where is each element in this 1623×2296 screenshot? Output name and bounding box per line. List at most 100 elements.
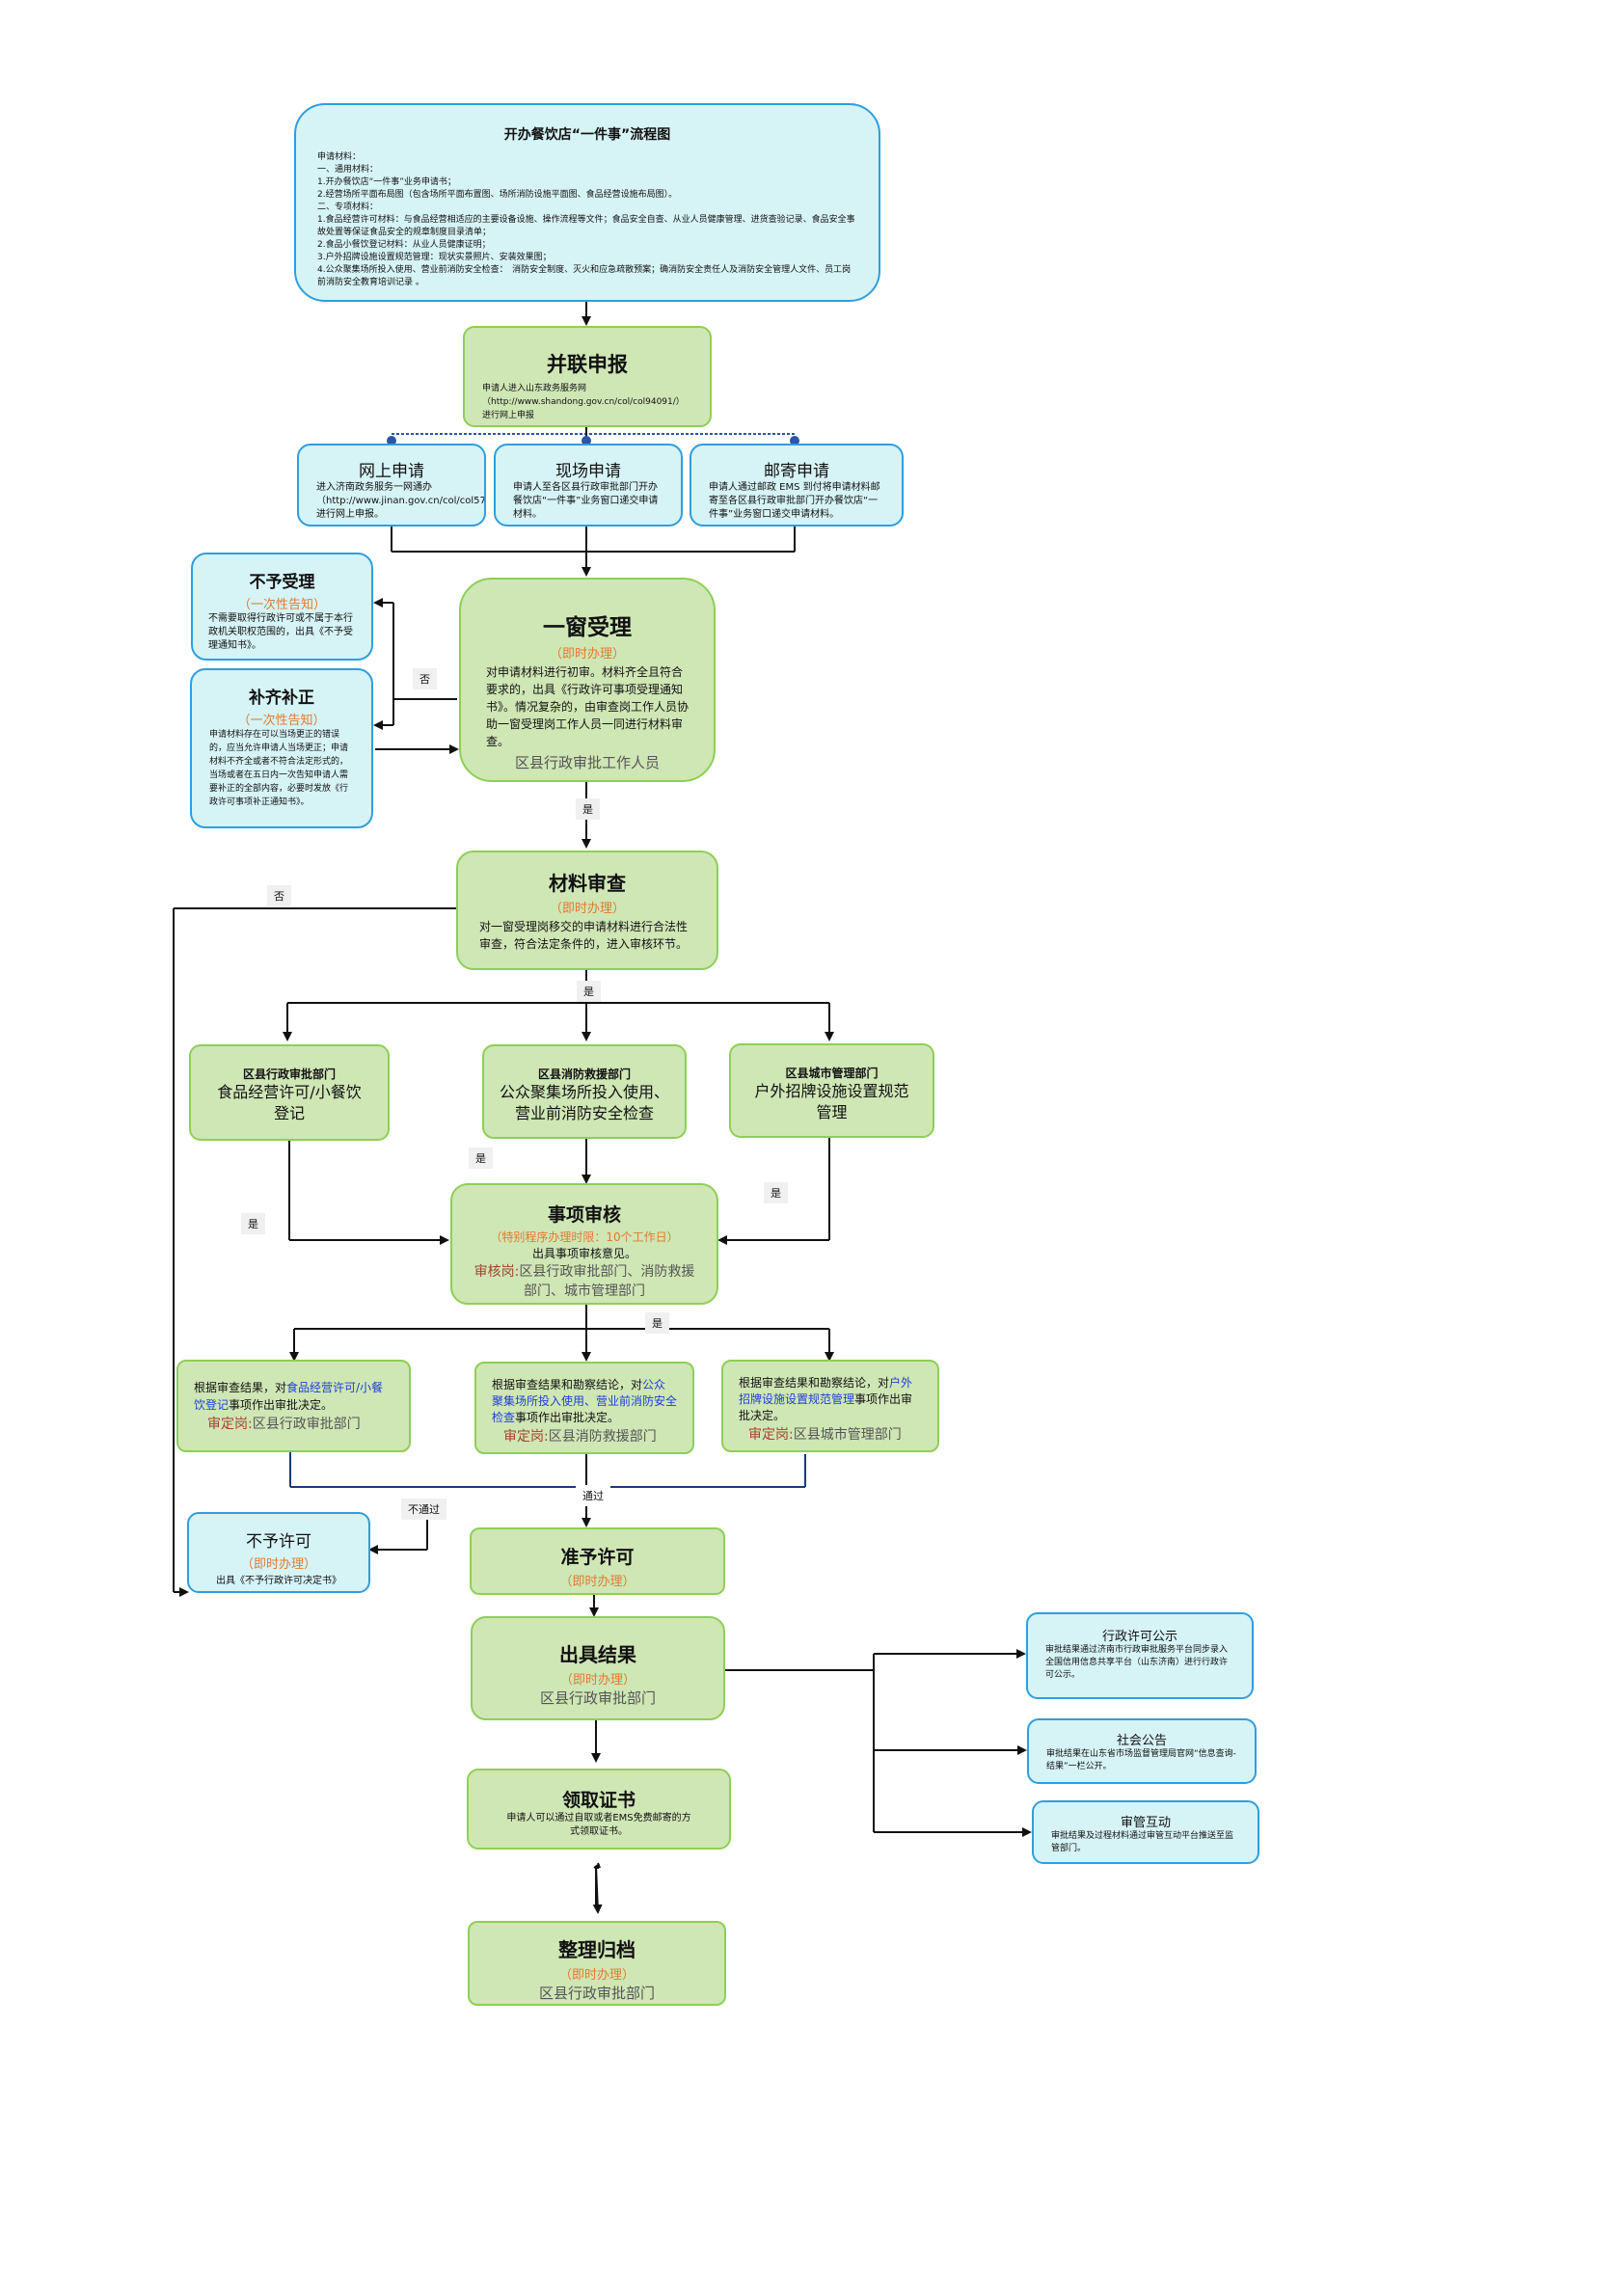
audit-post-label: 审核岗: (473, 1264, 520, 1280)
window-accept-box: 一窗受理 （即时办理） 对申请材料进行初审。材料齐全且符合要求的，出具《行政许可… (459, 578, 716, 782)
decision-city-dept: 区县城市管理部门 (793, 1427, 902, 1443)
onsite-apply-text: 申请人至各区县行政审批部门开办餐饮店“一件事”业务窗口递交申请材料。 (513, 482, 659, 520)
mail-apply-text: 申请人通过邮政 EMS 到付将申请材料邮寄至各区县行政审批部门开办餐饮店“一件事… (709, 482, 880, 520)
item-audit-box: 事项审核 （特别程序办理时限：10个工作日） 出具事项审核意见。 审核岗:区县行… (450, 1183, 718, 1305)
materials-line: 1.开办餐饮店“一件事”业务申请书； (317, 177, 456, 187)
grant-permit-sub: （即时办理） (559, 1575, 636, 1589)
materials-list: 申请材料： 一、通用材料： 1.开办餐饮店“一件事”业务申请书； 2.经营场所平… (296, 144, 879, 289)
material-review-title: 材料审查 (549, 872, 626, 895)
decision-city-role: 审定岗:区县城市管理部门 (723, 1424, 937, 1444)
supplement-sub: （一次性告知） (237, 714, 326, 728)
materials-line: 3.户外招牌设施设置规范管理：现状实景照片、安装效果图； (317, 253, 552, 262)
decision-fire-role: 审定岗:区县消防救援部门 (476, 1426, 692, 1445)
audit-post-depts: 区县行政审批部门、消防救援部门、城市管理部门 (519, 1264, 695, 1299)
announcement-title: 社会公告 (1116, 1734, 1167, 1748)
collect-cert-box: 领取证书 申请人可以通过自取或者EMS免费邮寄的方式领取证书。 (467, 1769, 731, 1850)
decision-city-post: 事项作出审批决定。 (739, 1392, 913, 1422)
decision-admin-role: 审定岗:区县行政审批部门 (178, 1414, 409, 1433)
mail-apply-box: 邮寄申请 申请人通过邮政 EMS 到付将申请材料邮寄至各区县行政审批部门开办餐饮… (690, 444, 904, 527)
supplement-title: 补齐补正 (249, 689, 314, 708)
reject-accept-box: 不予受理 （一次性告知） 不需要取得行政许可或不属于本行政机关职权范围的，出具《… (191, 553, 373, 661)
materials-line: 2.食品小餐饮登记材料：从业人员健康证明； (317, 240, 491, 250)
flowchart-title: 开办餐饮店“一件事”流程图 (503, 127, 671, 143)
issue-result-box: 出具结果 （即时办理） 区县行政审批部门 (471, 1616, 725, 1720)
decision-fire-post: 事项作出审批决定。 (515, 1411, 620, 1424)
announcement-box: 社会公告 审批结果在山东省市场监督管理局官网“信息查询-结果”一栏公开。 (1027, 1718, 1257, 1784)
archive-sub: （即时办理） (558, 1968, 635, 1983)
decision-city-text: 根据审查结果和勘察结论，对户外招牌设施设置规范管理事项作出审批决定。 (723, 1362, 937, 1424)
dept-city-org: 区县城市管理部门 (785, 1067, 879, 1080)
window-accept-text: 对申请材料进行初审。材料齐全且符合要求的，出具《行政许可事项受理通知书》。情况复… (486, 665, 690, 748)
archive-title: 整理归档 (558, 1938, 636, 1961)
materials-line: 4.公众聚集场所投入使用、营业前消防安全检查： 消防安全制度、灭火和应急疏散预案… (317, 265, 852, 287)
window-accept-dept: 区县行政审批工作人员 (514, 754, 660, 771)
label-yes-city: 是 (764, 1182, 788, 1203)
joint-declaration-box: 并联申报 申请人进入山东政务服务网（http://www.shandong.go… (463, 326, 712, 427)
label-yes-review: 是 (577, 981, 601, 1002)
onsite-apply-title: 现场申请 (555, 462, 621, 481)
item-audit-text: 出具事项审核意见。 (531, 1247, 636, 1260)
decision-admin-box: 根据审查结果，对食品经营许可/小餐饮登记事项作出审批决定。 审定岗:区县行政审批… (176, 1360, 411, 1452)
dept-fire-org: 区县消防救援部门 (537, 1067, 631, 1081)
announcement-text: 审批结果在山东省市场监督管理局官网“信息查询-结果”一栏公开。 (1046, 1749, 1236, 1771)
issue-result-dept: 区县行政审批部门 (539, 1689, 656, 1707)
label-pass: 通过 (576, 1485, 610, 1506)
deny-permit-box: 不予许可 （即时办理） 出具《不予行政许可决定书》 (187, 1512, 370, 1593)
grant-permit-box: 准予许可 （即时办理） (470, 1527, 725, 1595)
decision-city-box: 根据审查结果和勘察结论，对户外招牌设施设置规范管理事项作出审批决定。 审定岗:区… (721, 1360, 939, 1452)
reject-accept-title: 不予受理 (249, 573, 315, 592)
label-fail: 不通过 (401, 1499, 446, 1520)
material-review-text: 对一窗受理岗移交的申请材料进行合法性审查，符合法定条件的，进入审核环节。 (479, 920, 689, 951)
materials-box: 开办餐饮店“一件事”流程图 申请材料： 一、通用材料： 1.开办餐饮店“一件事”… (294, 103, 880, 302)
joint-title: 并联申报 (547, 353, 628, 376)
decision-fire-item: 公众聚集场所投入使用、营业前消防安全检查 (492, 1378, 678, 1424)
decision-admin-text: 根据审查结果，对食品经营许可/小餐饮登记事项作出审批决定。 (178, 1362, 409, 1414)
dept-admin-org: 区县行政审批部门 (242, 1067, 336, 1081)
decision-city-pre: 根据审查结果和勘察结论，对 (739, 1376, 890, 1390)
dept-admin-name: 食品经营许可/小餐饮登记 (217, 1083, 362, 1122)
label-yes-audit: 是 (645, 1312, 669, 1334)
archive-dept: 区县行政审批部门 (538, 1985, 655, 2002)
dept-admin-box: 区县行政审批部门 食品经营许可/小餐饮登记 (189, 1044, 390, 1141)
online-apply-text: 进入济南政务服务一网通办（http://www.jinan.gov.cn/col… (316, 482, 486, 520)
reject-accept-sub: （一次性告知） (237, 598, 326, 612)
archive-box: 整理归档 （即时办理） 区县行政审批部门 (468, 1921, 726, 2006)
decision-fire-role-label: 审定岗: (503, 1429, 549, 1445)
online-apply-box: 网上申请 进入济南政务服务一网通办（http://www.jinan.gov.c… (297, 444, 486, 527)
issue-result-title: 出具结果 (559, 1643, 636, 1666)
online-apply-title: 网上申请 (359, 462, 424, 481)
decision-admin-pre: 根据审查结果，对 (194, 1381, 287, 1394)
item-audit-title: 事项审核 (547, 1204, 621, 1226)
publicity-text: 审批结果通过济南市行政审批服务平台同步录入全国信用信息共享平台（山东济南）进行行… (1045, 1645, 1229, 1680)
collect-cert-title: 领取证书 (561, 1790, 636, 1811)
label-yes-fire: 是 (469, 1148, 493, 1169)
material-review-box: 材料审查 （即时办理） 对一窗受理岗移交的申请材料进行合法性审查，符合法定条件的… (456, 851, 718, 970)
supervision-title: 审管互动 (1120, 1816, 1171, 1830)
supervision-text: 审批结果及过程材料通过审管互动平台推送至监管部门。 (1051, 1831, 1234, 1853)
mail-apply-title: 邮寄申请 (764, 462, 829, 481)
window-accept-sub: （即时办理） (549, 647, 625, 662)
materials-line: 2.经营场所平面布局图（包含场所平面布置图、场所消防设施平面图、食品经营设施布局… (317, 190, 678, 200)
supplement-box: 补齐补正 （一次性告知） 申请材料存在可以当场更正的错误的，应当允许申请人当场更… (190, 668, 373, 828)
materials-line: 1.食品经营许可材料：与食品经营相适应的主要设备设施、操作流程等文件；食品安全自… (317, 215, 855, 237)
decision-fire-pre: 根据审查结果和勘察结论，对 (492, 1378, 643, 1391)
publicity-box: 行政许可公示 审批结果通过济南市行政审批服务平台同步录入全国信用信息共享平台（山… (1026, 1612, 1254, 1699)
material-review-sub: （即时办理） (549, 902, 625, 916)
publicity-title: 行政许可公示 (1101, 1630, 1177, 1644)
dept-city-box: 区县城市管理部门 户外招牌设施设置规范管理 (729, 1043, 934, 1138)
decision-fire-text: 根据审查结果和勘察结论，对公众聚集场所投入使用、营业前消防安全检查事项作出审批决… (476, 1364, 692, 1426)
decision-admin-dept: 区县行政审批部门 (252, 1417, 361, 1432)
label-no-window: 否 (413, 668, 437, 689)
decision-fire-dept: 区县消防救援部门 (548, 1429, 657, 1445)
deny-permit-sub: （即时办理） (240, 1557, 316, 1572)
decision-fire-box: 根据审查结果和勘察结论，对公众聚集场所投入使用、营业前消防安全检查事项作出审批决… (474, 1362, 694, 1454)
deny-permit-title: 不予许可 (246, 1532, 311, 1552)
reject-accept-text: 不需要取得行政许可或不属于本行政机关职权范围的，出具《不予受理通知书》。 (208, 613, 353, 651)
materials-line: 二、专项材料： (317, 203, 379, 212)
collect-cert-text: 申请人可以通过自取或者EMS免费邮寄的方式领取证书。 (506, 1813, 691, 1837)
label-yes-admin: 是 (241, 1213, 265, 1234)
deny-permit-text: 出具《不予行政许可决定书》 (216, 1576, 341, 1586)
decision-admin-post: 事项作出审批决定。 (229, 1398, 334, 1412)
issue-result-sub: （即时办理） (559, 1673, 636, 1688)
